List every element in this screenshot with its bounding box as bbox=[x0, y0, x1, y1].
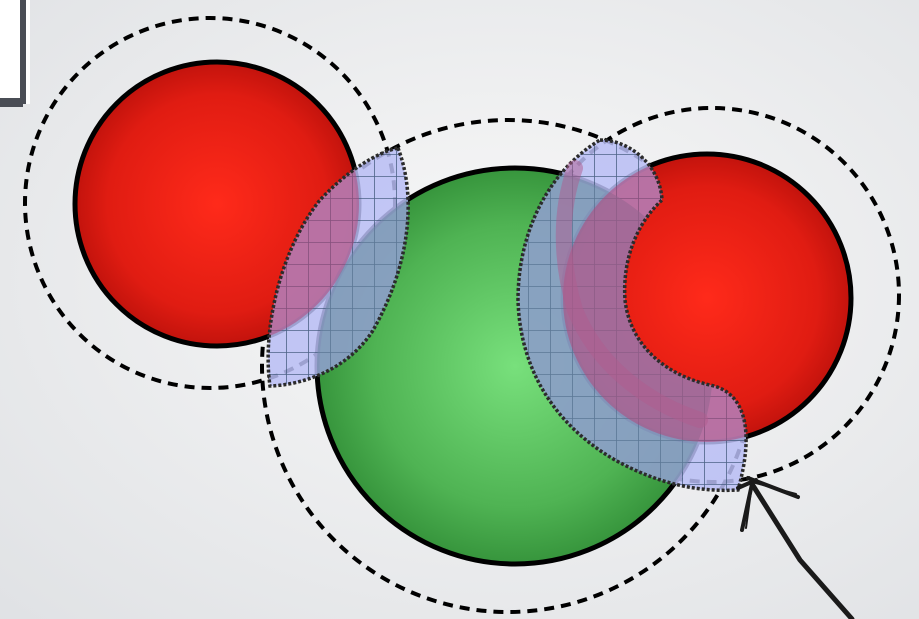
right-overlap-region bbox=[516, 138, 748, 493]
arrow-icon bbox=[736, 476, 855, 619]
callout-box bbox=[0, 0, 30, 107]
left-overlap-region bbox=[266, 145, 410, 388]
